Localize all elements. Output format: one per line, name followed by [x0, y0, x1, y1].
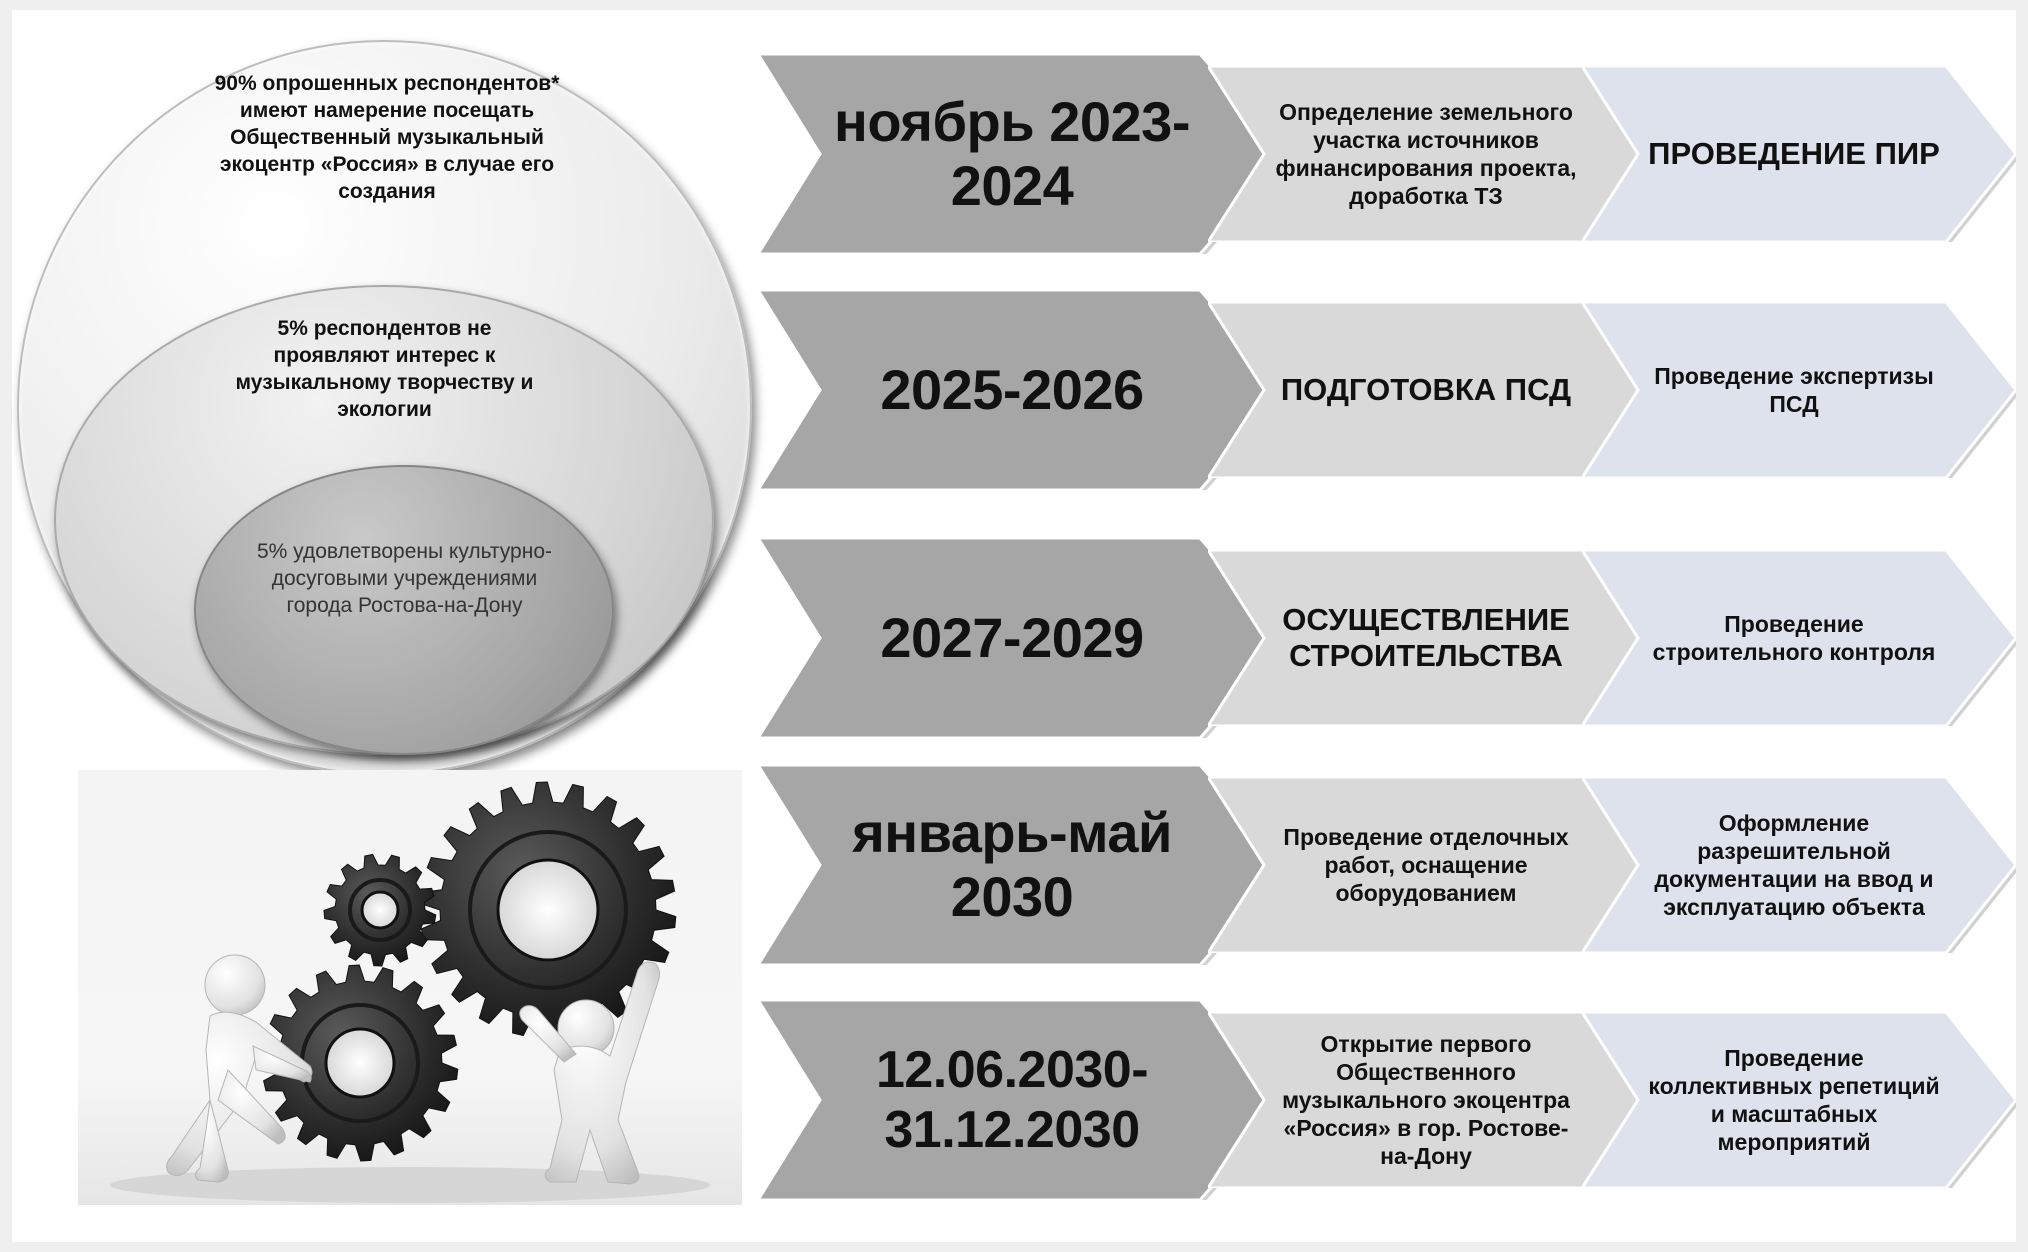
diagram-board: 90% опрошенных респондентов* имеют намер… [12, 10, 2016, 1242]
person-figure-icon [166, 954, 313, 1183]
step1-chevron: Проведение отделочных работ, оснащение о… [1208, 777, 1654, 953]
step1-label: Открытие первого Общественного музыкальн… [1282, 1031, 1570, 1169]
circle-outer-label: 90% опрошенных респондентов* имеют намер… [214, 72, 560, 203]
period-chevron: 2027-2029 [758, 538, 1288, 738]
step2-chevron: Проведение строительного контроля [1582, 550, 2016, 726]
period-label: ноябрь 2023-2024 [834, 90, 1190, 217]
gear-icon [323, 853, 437, 967]
period-label: 12.06.2030-31.12.2030 [875, 1041, 1149, 1159]
period-chevron: 2025-2026 [758, 290, 1288, 490]
period-label: 2027-2029 [880, 606, 1144, 669]
step2-label: Проведение коллективных репетиций и масш… [1648, 1045, 1940, 1155]
step1-label: Проведение отделочных работ, оснащение о… [1283, 824, 1569, 906]
person-figure-icon [519, 961, 661, 1185]
gear-icon [419, 781, 677, 1039]
gears-illustration [78, 770, 742, 1205]
step2-label: Проведение строительного контроля [1652, 611, 1936, 665]
step1-chevron: Открытие первого Общественного музыкальн… [1208, 1012, 1654, 1188]
period-label: 2025-2026 [880, 358, 1144, 421]
step1-label: Определение земельного участка источнико… [1275, 99, 1577, 209]
period-chevron: январь-май 2030 [758, 765, 1288, 965]
step2-label: Проведение экспертизы ПСД [1654, 363, 1934, 417]
period-chevron: ноябрь 2023-2024 [758, 54, 1288, 254]
circle-inner-label: 5% удовлетворены культурно-досуговыми уч… [256, 540, 552, 617]
step1-chevron: ОСУЩЕСТВЛЕНИЕ СТРОИТЕЛЬСТВА [1208, 550, 1654, 726]
step2-chevron: Проведение коллективных репетиций и масш… [1582, 1012, 2016, 1188]
step2-chevron: ПРОВЕДЕНИЕ ПИР [1582, 66, 2016, 242]
gear-icon [261, 964, 459, 1162]
step1-label: ОСУЩЕСТВЛЕНИЕ СТРОИТЕЛЬСТВА [1282, 602, 1570, 673]
step1-chevron: ПОДГОТОВКА ПСД [1208, 302, 1654, 478]
step2-label: Оформление разрешительной документации н… [1654, 810, 1934, 920]
step2-chevron: Проведение экспертизы ПСД [1582, 302, 2016, 478]
step1-chevron: Определение земельного участка источнико… [1208, 66, 1654, 242]
period-chevron: 12.06.2030-31.12.2030 [758, 1000, 1288, 1200]
step1-label: ПОДГОТОВКА ПСД [1280, 372, 1572, 407]
step2-label: ПРОВЕДЕНИЕ ПИР [1648, 136, 1940, 171]
circle-middle-label: 5% респондентов не проявляют интерес к м… [235, 317, 534, 421]
period-label: январь-май 2030 [852, 801, 1172, 928]
step2-chevron: Оформление разрешительной документации н… [1582, 777, 2016, 953]
circle-5-percent-satisfied [194, 465, 614, 755]
